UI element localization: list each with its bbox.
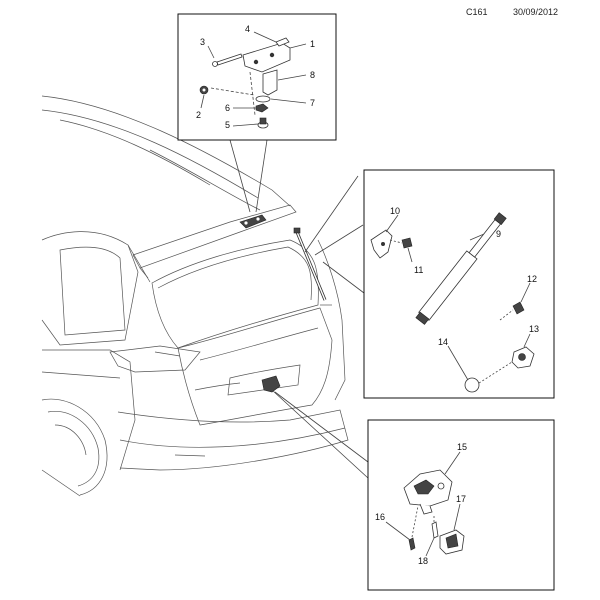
- callout-10: 10: [390, 206, 400, 216]
- callout-3: 3: [200, 37, 205, 47]
- callout-15: 15: [457, 442, 467, 452]
- callout-4: 4: [245, 24, 250, 34]
- callout-16: 16: [375, 512, 385, 522]
- callout-6: 6: [225, 103, 230, 113]
- callout-5: 5: [225, 120, 230, 130]
- callout-12: 12: [527, 274, 537, 284]
- inset-hinge: 1 2 3 4 5 6 7 8: [177, 13, 337, 141]
- diagram-date: 30/09/2012: [513, 7, 559, 17]
- inset-strut: 9 10 11 12 13 14: [363, 169, 555, 399]
- callout-11: 11: [414, 265, 423, 275]
- strut-installed: [293, 227, 327, 301]
- diagram-code: C161: [466, 7, 488, 17]
- callout-13: 13: [529, 324, 539, 334]
- callout-14: 14: [438, 337, 448, 347]
- leader-lines: [229, 139, 373, 479]
- callout-8: 8: [310, 70, 315, 80]
- callout-17: 17: [456, 494, 466, 504]
- lock-installed: [261, 375, 281, 393]
- inset-lock: 15 16 17 18: [367, 419, 555, 591]
- car-body-outline: [41, 95, 349, 497]
- callout-7: 7: [310, 98, 315, 108]
- callout-2: 2: [196, 110, 201, 120]
- hinge-installed: [239, 214, 267, 229]
- callout-1: 1: [310, 39, 315, 49]
- callout-9: 9: [496, 229, 501, 239]
- callout-18: 18: [418, 556, 428, 566]
